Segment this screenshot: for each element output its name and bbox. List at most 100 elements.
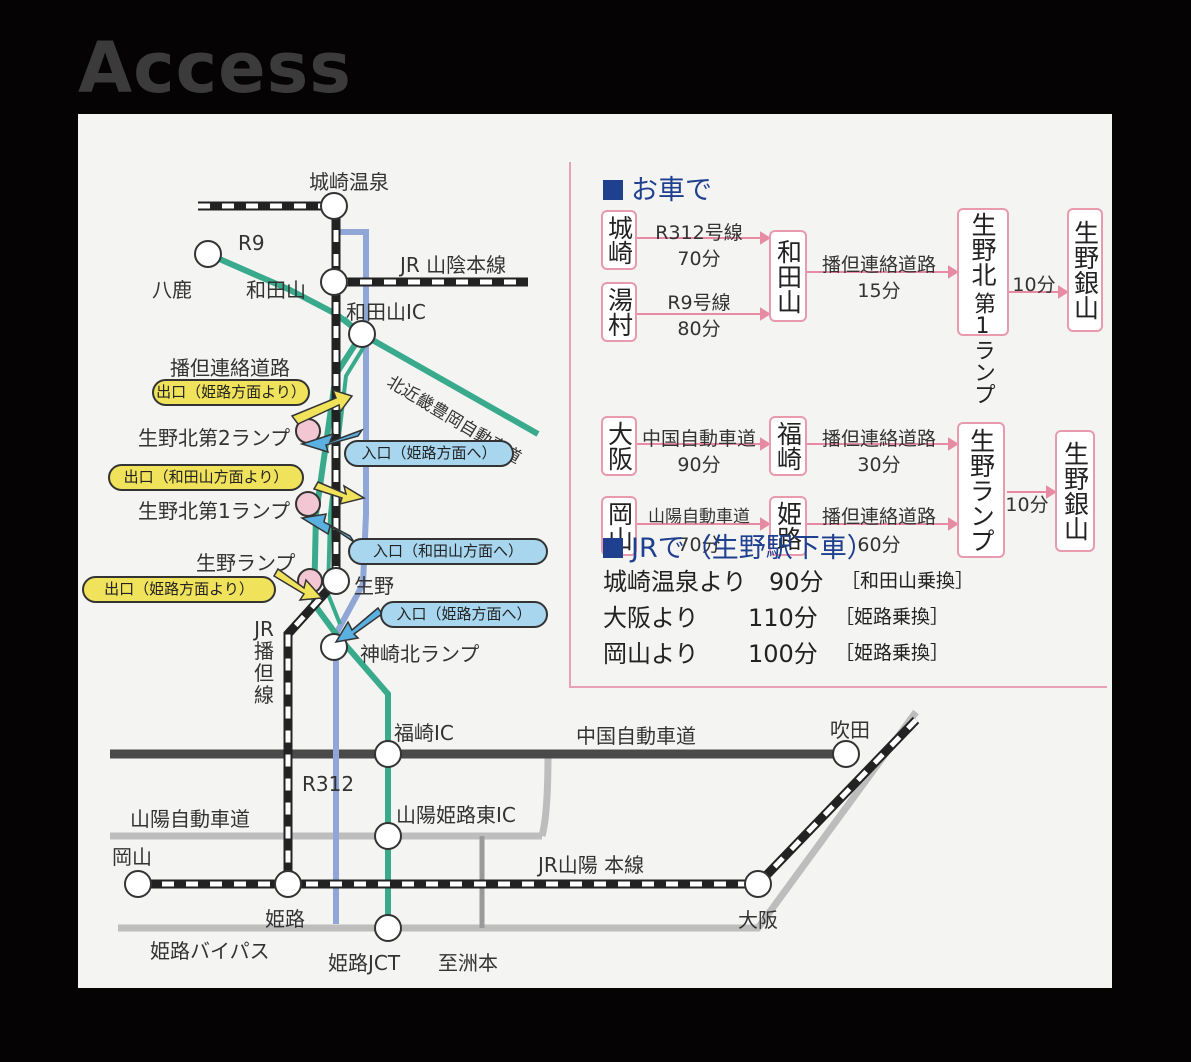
exit-arrow-north2 bbox=[290, 388, 354, 425]
entry-pill-kanzaki: 入口（姫路方面へ） bbox=[380, 601, 548, 628]
exit-pill-ikuno: 出口（姫路方面より） bbox=[82, 576, 276, 603]
exit-arrow-ikuno bbox=[272, 567, 324, 601]
himeji-jct-label: 姫路JCT bbox=[328, 951, 401, 975]
jr-from-text: 岡山より bbox=[603, 640, 699, 668]
jr-note-text: ［姫路乗換］ bbox=[835, 642, 950, 664]
car-header-text: お車で bbox=[631, 175, 712, 206]
jr-from-text: 城崎温泉より bbox=[603, 568, 747, 596]
time-ramp2-label: 10分 bbox=[1005, 494, 1049, 516]
time-r9-label: 80分 bbox=[677, 318, 721, 340]
origin-osaka-box: 大阪 bbox=[601, 416, 637, 476]
jr-time-text: 90分 bbox=[769, 568, 824, 596]
group1-arrows bbox=[637, 231, 1069, 531]
origin-yumura-box: 湯村 bbox=[601, 282, 637, 342]
osaka-node bbox=[744, 870, 772, 898]
bypass-label: 姫路バイパス bbox=[150, 939, 270, 963]
wadayama-ic-node bbox=[348, 320, 376, 348]
r9-label: R9 bbox=[238, 231, 265, 255]
dest-ikuno-ginzan-box2: 生野銀山 bbox=[1055, 430, 1095, 552]
sanin-line-label: JR 山陰本線 bbox=[400, 253, 507, 277]
jr-section-header: JRで（生野駅下車） bbox=[603, 526, 874, 565]
wadayama-ic-label: 和田山IC bbox=[346, 300, 426, 324]
sanyo-exp-label: 山陽自動車道 bbox=[130, 807, 250, 831]
jr-from-text: 大阪より bbox=[603, 604, 699, 632]
himeji-node bbox=[274, 870, 302, 898]
route-r9-label: R9号線 bbox=[667, 292, 731, 314]
kitakinki-route bbox=[360, 331, 540, 437]
tokaido-line bbox=[754, 716, 920, 888]
time-bantan1-label: 15分 bbox=[857, 280, 901, 302]
shishumoto-label: 至洲本 bbox=[438, 951, 498, 975]
route-bantan3-label: 播但連絡道路 bbox=[821, 506, 936, 528]
via-himeji-box: 姫路 bbox=[769, 496, 807, 556]
route-bantan1-label: 播但連絡道路 bbox=[821, 254, 936, 276]
route-sanyo-label: 山陽自動車道 bbox=[648, 507, 750, 527]
youka-label: 八鹿 bbox=[152, 278, 192, 302]
bantan-line-label: JR播但線 bbox=[254, 617, 274, 707]
ramp-ikuno-box: 生野ランプ bbox=[957, 422, 1005, 558]
himeji-bypass-road bbox=[118, 709, 919, 932]
access-info-box: お車で 城崎 湯村 R312号線 70分 R9号線 80分 和田山 播但連絡道路… bbox=[569, 162, 1107, 688]
himeji-east-label: 山陽姫路東IC bbox=[396, 803, 516, 827]
himeji-jct-node bbox=[374, 914, 402, 942]
square-bullet-icon bbox=[603, 180, 623, 200]
origin-kinosaki-box: 城崎 bbox=[601, 210, 637, 270]
fukusaki-ic-node bbox=[374, 740, 402, 768]
suita-node bbox=[832, 740, 860, 768]
exit-pill-north1: 出口（和田山方面より） bbox=[108, 464, 304, 491]
okayama-node bbox=[124, 870, 152, 898]
car-section-header: お車で bbox=[603, 168, 712, 207]
ikuno-ramp-label: 生野ランプ bbox=[196, 551, 296, 575]
bantan-route bbox=[310, 311, 391, 924]
osaka-label: 大阪 bbox=[738, 908, 778, 932]
ramp-ikuno-kita1-box: 生野北第1ランプ bbox=[957, 208, 1009, 405]
access-panel: 城崎温泉 R9 八鹿 和田山 JR 山陰本線 和田山IC 北近畿豊岡自動車道 播… bbox=[78, 114, 1112, 988]
himeji-east-node bbox=[374, 822, 402, 850]
route-bantan2-label: 播但連絡道路 bbox=[821, 428, 936, 450]
ramp-north1-label: 生野北第1ランプ bbox=[138, 499, 291, 523]
jr-time-text: 110分 bbox=[748, 604, 818, 632]
himeji-label: 姫路 bbox=[265, 907, 305, 931]
via-wadayama-box: 和田山 bbox=[769, 230, 807, 322]
route-chugoku-label: 中国自動車道 bbox=[641, 428, 756, 450]
ramp-left-text: 第1ランプ bbox=[970, 292, 995, 405]
access-map bbox=[110, 192, 920, 942]
ramp-right-text: 生野北 bbox=[968, 212, 997, 287]
ramp-marker-north1 bbox=[295, 491, 321, 517]
kinosaki-label: 城崎温泉 bbox=[309, 170, 389, 194]
time-sanyo-label: 70分 bbox=[677, 534, 721, 556]
time-ramp1-label: 10分 bbox=[1012, 274, 1056, 296]
ramp-north2-label: 生野北第2ランプ bbox=[138, 426, 291, 450]
okayama-label: 岡山 bbox=[112, 845, 152, 869]
time-bantan2-label: 30分 bbox=[857, 454, 901, 476]
page-heading: Access bbox=[78, 27, 352, 109]
time-chugoku-label: 90分 bbox=[677, 454, 721, 476]
wadayama-label: 和田山 bbox=[246, 278, 306, 302]
via-fukusaki-box: 福崎 bbox=[769, 416, 807, 476]
r9-route bbox=[206, 251, 338, 317]
exit-pill-north2: 出口（姫路方面より） bbox=[152, 379, 310, 406]
youka-node bbox=[194, 240, 222, 268]
jr-header-text: JRで（生野駅下車） bbox=[631, 533, 874, 564]
suita-label: 吹田 bbox=[830, 718, 870, 742]
jr-note-text: ［和田山乗換］ bbox=[841, 570, 975, 592]
r312-label: R312 bbox=[302, 772, 355, 796]
entry-arrow-north1 bbox=[299, 513, 355, 543]
kanzaki-label: 神崎北ランプ bbox=[360, 642, 480, 666]
square-bullet-icon bbox=[603, 538, 623, 558]
wadayama-node bbox=[320, 268, 348, 296]
exit-arrow-north1 bbox=[312, 481, 366, 506]
ikuno-label: 生野 bbox=[354, 574, 394, 598]
fukusaki-ic-label: 福崎IC bbox=[394, 721, 454, 745]
time-r312-label: 70分 bbox=[677, 248, 721, 270]
bantan-road-label: 播但連絡道路 bbox=[170, 356, 290, 380]
time-bantan3-label: 60分 bbox=[857, 534, 901, 556]
jr-note-text: ［姫路乗換］ bbox=[835, 606, 950, 628]
jr-time-text: 100分 bbox=[748, 640, 818, 668]
entry-pill-north1: 入口（和田山方面へ） bbox=[348, 538, 548, 565]
kinosaki-node bbox=[320, 192, 348, 220]
chugoku-branch-road bbox=[538, 753, 552, 837]
chugoku-label: 中国自動車道 bbox=[576, 724, 696, 748]
ikuno-node bbox=[322, 567, 350, 595]
entry-arrow-kanzaki bbox=[334, 606, 384, 644]
